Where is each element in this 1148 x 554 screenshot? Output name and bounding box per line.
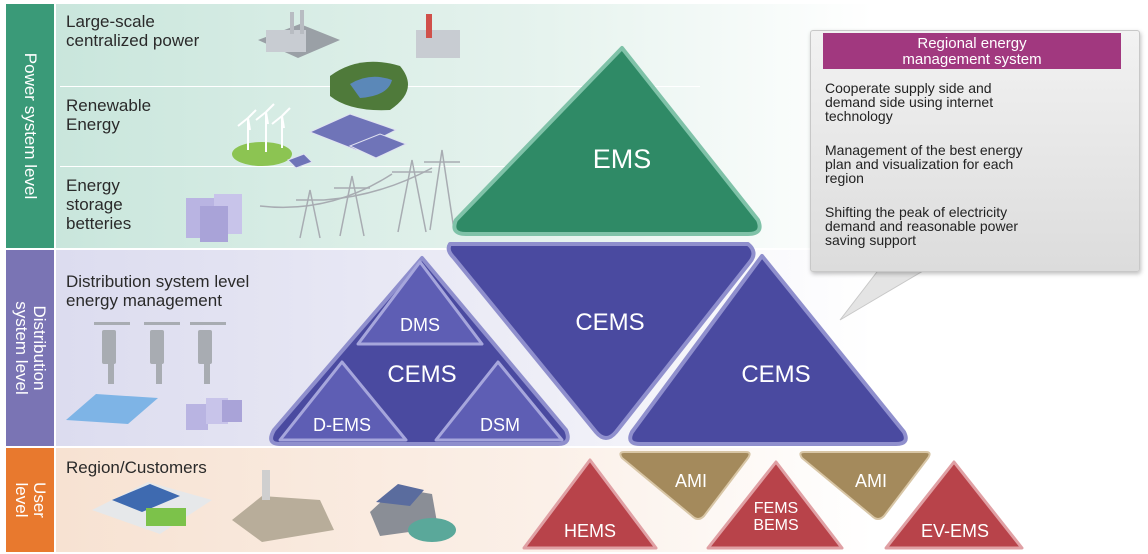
- callout-title: Regional energy management system: [823, 33, 1121, 69]
- fems-bems-triangle: [706, 460, 844, 550]
- ems-triangle: [452, 46, 762, 236]
- dsm-triangle: [434, 360, 564, 442]
- ami-label-2: AMI: [854, 471, 887, 491]
- region-customers-label: Region/Customers: [66, 458, 207, 477]
- regional-ems-callout: Regional energy management system Cooper…: [810, 30, 1140, 272]
- d-ems-triangle: [278, 360, 408, 442]
- distribution-energy-management-label: Distribution system level energy managem…: [66, 272, 250, 310]
- energy-storage-label: Energy storage betteries: [66, 176, 132, 233]
- callout-pointer: [839, 267, 930, 321]
- cems-top-triangle: [446, 242, 756, 440]
- user-level-label: User level: [6, 448, 54, 552]
- d-ems-label: D-EMS: [313, 415, 371, 435]
- renewable-energy-label: Renewable Energy: [66, 96, 152, 134]
- callout-point-3: Shifting the peak of electricity demand …: [825, 204, 1019, 248]
- storage-tower-illustration: [186, 149, 460, 242]
- cems-top-label: CEMS: [575, 309, 645, 336]
- distribution-system-level-label: Distribution system level: [6, 250, 54, 446]
- callout-point-1: Cooperate supply side and demand side us…: [825, 80, 994, 124]
- fems-bems-label: FEMS BEMS: [753, 500, 799, 534]
- hems-label: HEMS: [563, 521, 616, 541]
- ami-triangle-1: [619, 451, 751, 520]
- cems-left-label: CEMS: [387, 361, 457, 388]
- hems-triangle: [522, 458, 658, 550]
- cems-right-triangle: [628, 254, 908, 446]
- cems-right-label: CEMS: [741, 361, 811, 388]
- centralized-power-label: Large-scale centralized power: [66, 12, 200, 50]
- callout-point-2: Management of the best energy plan and v…: [825, 142, 1023, 186]
- wind-solar-illustration: [232, 103, 408, 169]
- power-system-level-label: Power system level: [6, 4, 54, 248]
- dms-triangle: [356, 260, 484, 346]
- ev-ems-triangle: [884, 460, 1024, 550]
- ami-triangle-2: [799, 451, 931, 520]
- item-divider: [60, 166, 700, 167]
- band-divider: [56, 446, 1146, 448]
- ems-label: EMS: [592, 144, 652, 174]
- dms-label: DMS: [400, 315, 440, 335]
- power-plant-illustration: [258, 10, 460, 111]
- distribution-pole-illustration: [66, 322, 242, 430]
- ev-ems-label: EV-EMS: [920, 521, 990, 541]
- dsm-label: DSM: [480, 415, 520, 435]
- ami-label-1: AMI: [674, 471, 707, 491]
- customer-buildings-illustration: [92, 470, 456, 542]
